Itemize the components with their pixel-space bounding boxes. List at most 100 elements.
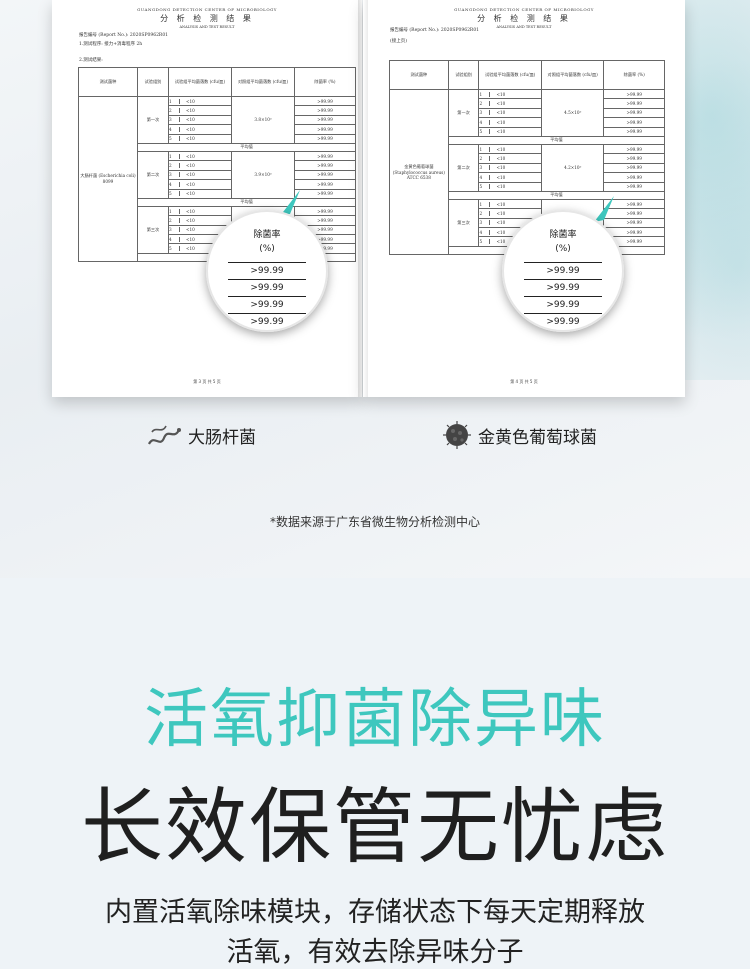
legend-staph-label: 金黄色葡萄球菌 [478,427,597,448]
report-header-sub: ANALYSIS AND TEST RESULT [179,25,235,29]
lens-heading-text: 除菌率 [549,230,577,240]
test-value: 2<10 [168,105,232,116]
group-label: 第三次 [137,205,169,254]
lens-heading: 除菌率 (%) [502,228,624,256]
rate-value: >99.99 [603,107,665,119]
report-procedure: 1.测试程序: 接力+消毒程序 2h [79,42,143,47]
lens-pointer-right [594,196,614,222]
test-value: 2<10 [478,98,542,109]
report-header-cn: 分 析 检 测 结 果 [477,14,571,23]
average-row: 平均值 [137,197,356,207]
organism-cell: 金黄色葡萄球菌 (Staphylococcus aureus) ATCC 653… [389,89,449,255]
test-value: 3<10 [478,107,542,119]
column-header: 试验组别 [447,60,480,90]
rate-value: >99.99 [294,150,356,162]
description-line-2: 活氧，有效去除异味分子 [226,937,524,968]
rate-value: >99.99 [294,179,356,190]
group-label: 第二次 [447,143,480,192]
book-fold [358,0,368,397]
report-page-left: GUANGDONG DETECTION CENTER OF MICROBIOLO… [52,0,362,397]
staph-icon [443,421,471,449]
table-row: 5<10>99.99 [390,126,665,137]
rate-value: >99.99 [603,117,665,128]
table-row: 平均值 [79,142,356,152]
test-value: 4<10 [168,179,232,190]
column-header: 试验组平均菌落数 (cfu/皿) [478,60,542,90]
lens-unit-text: (%) [555,244,571,254]
report-number: 报告编号 (Report No.): 2020SP0962R01 [390,28,480,33]
rate-value: >99.99 [294,95,356,107]
legend-staph: 金黄色葡萄球菌 [442,420,597,450]
report-table-right: 测试菌种试验组别试验组平均菌落数 (cfu/皿)对照组平均菌落数 (cfu/皿)… [389,60,666,255]
test-value: 5<10 [168,188,232,199]
control-value: 3.9×10⁵ [231,150,295,199]
column-header: 测试菌种 [78,67,138,97]
rate-value: >99.99 [294,188,356,199]
headline: 活氧抑菌除异味 [144,683,606,757]
table-row: 平均值 [390,135,666,145]
lens-value: >99.99 [228,279,306,296]
lens-value: >99.99 [228,313,306,330]
report-table-left: 测试菌种试验组别试验组平均菌落数 (cfu/皿)对照组平均菌落数 (cfu/皿)… [78,67,356,262]
lens-value: >99.99 [524,279,602,296]
report-footer: 第 3 页 共 5 页 [193,379,221,384]
table-header-row: 测试菌种试验组别试验组平均菌落数 (cfu/皿)对照组平均菌落数 (cfu/皿)… [389,60,665,90]
lens-value: >99.99 [524,313,602,330]
group-label: 第三次 [447,198,480,247]
report-header-sub: ANALYSIS AND TEST RESULT [496,25,552,29]
test-value: 3<10 [478,162,542,174]
data-source-note: *数据来源于广东省微生物分析检测中心 [269,515,480,529]
group-label: 第二次 [137,150,169,199]
table-row: 4<10 >99.99 [390,172,665,183]
lens-value: >99.99 [524,262,602,279]
table-row: 5<10 >99.99 [79,188,356,199]
rate-value: >99.99 [603,88,665,100]
legend-ecoli-label: 大肠杆菌 [188,427,256,448]
column-header: 试验组平均菌落数 (cfu/皿) [168,67,232,97]
report-header-en: GUANGDONG DETECTION CENTER OF MICROBIOLO… [137,7,277,12]
report-continued: (接上页) [390,39,408,44]
test-value: 2<10 [168,215,232,226]
test-value: 4<10 [478,172,542,183]
report-header: GUANGDONG DETECTION CENTER OF MICROBIOLO… [363,7,685,29]
lens-unit-text: (%) [259,244,275,254]
average-row: 平均值 [447,190,666,200]
rate-value: >99.99 [294,114,356,126]
table-row: 平均值 [390,190,666,200]
test-value: 3<10 [168,114,232,126]
report-header-en: GUANGDONG DETECTION CENTER OF MICROBIOLO… [454,7,594,12]
test-value: 1<10 [478,88,542,100]
table-row: 平均值 [79,197,356,207]
rate-value: >99.99 [603,153,665,164]
table-row: 5<10 >99.99 [390,181,665,192]
column-header: 除菌率 (%) [603,60,665,90]
magnifier-lens-right: 除菌率 (%) >99.99 >99.99 >99.99 >99.99 [502,210,624,332]
test-value: 5<10 [478,181,542,192]
control-value: 4.5×10⁵ [540,89,605,137]
report-footer: 第 4 页 共 5 页 [510,379,538,384]
table-header-row: 测试菌种试验组别试验组平均菌落数 (cfu/皿)对照组平均菌落数 (cfu/皿)… [78,67,356,97]
subheadline: 长效保管无忧虑 [80,780,669,875]
report-result-label: 2.测试结果: [79,58,103,63]
rate-value: >99.99 [294,133,356,144]
control-value: 4.2×10⁵ [540,143,605,192]
lens-heading: 除菌率 (%) [206,228,328,256]
rate-value: >99.99 [603,172,665,183]
test-value: 3<10 [168,169,232,181]
rate-value: >99.99 [603,181,665,192]
report-header: GUANGDONG DETECTION CENTER OF MICROBIOLO… [52,7,362,29]
lens-value: >99.99 [228,296,306,313]
test-value: 4<10 [478,117,542,128]
column-header: 测试菌种 [389,60,449,90]
test-value: 2<10 [168,160,232,171]
lens-pointer-left [280,190,300,216]
rate-value: >99.99 [603,126,665,137]
magnifier-lens-left: 除菌率 (%) >99.99 >99.99 >99.99 >99.99 [206,210,328,332]
feature-section [0,578,750,946]
column-header: 对照组平均菌落数 (cfu/皿) [231,67,295,97]
control-value: 3.8×10⁵ [231,96,295,144]
legend-ecoli: 大肠杆菌 [146,420,256,450]
